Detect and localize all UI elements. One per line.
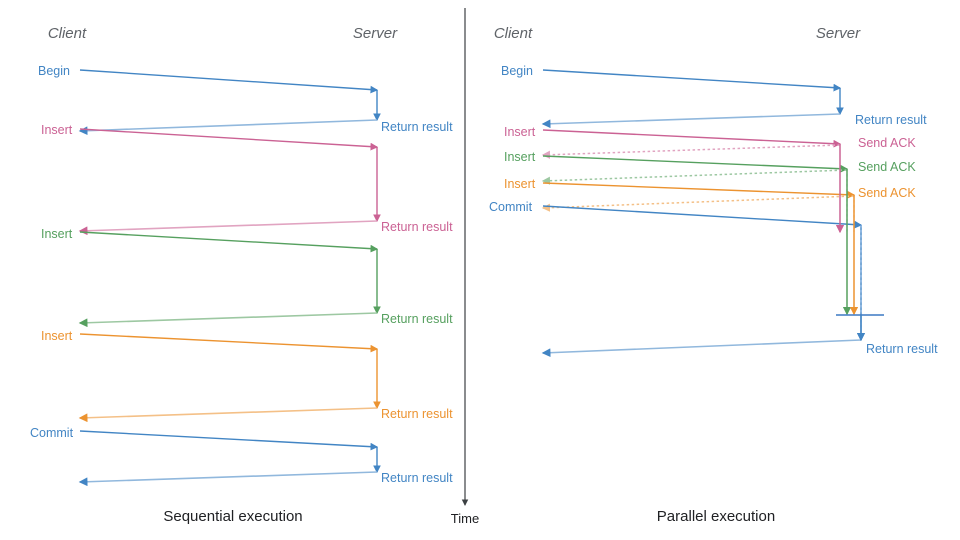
response-arrow[interactable] xyxy=(541,339,862,358)
response-label: Return result xyxy=(381,407,453,421)
time-axis-label: Time xyxy=(451,511,479,526)
response-label: Return result xyxy=(381,312,453,326)
response-arrow[interactable] xyxy=(541,195,855,212)
time-axis-layer: Time xyxy=(451,8,479,526)
request-label: Insert xyxy=(41,227,73,241)
lane-header-server: Server xyxy=(816,25,861,42)
lane-header-server: Server xyxy=(353,25,398,42)
request-arrow[interactable] xyxy=(79,69,379,94)
request-label: Insert xyxy=(41,123,73,137)
response-arrow[interactable] xyxy=(78,119,378,136)
request-arrow[interactable] xyxy=(542,129,842,148)
request-label: Insert xyxy=(504,150,536,164)
lane-header-client: Client xyxy=(494,25,533,42)
response-label: Return result xyxy=(381,220,453,234)
response-label: Return result xyxy=(381,120,453,134)
response-label: Send ACK xyxy=(858,160,916,174)
panel-caption-parallel: Parallel execution xyxy=(657,508,775,525)
lane-header-client: Client xyxy=(48,25,87,42)
request-label: Insert xyxy=(41,329,73,343)
request-arrow[interactable] xyxy=(542,205,863,229)
response-arrow[interactable] xyxy=(541,113,841,129)
request-arrow[interactable] xyxy=(542,69,842,92)
request-arrow[interactable] xyxy=(79,333,379,353)
request-arrow[interactable] xyxy=(542,155,849,173)
response-arrow[interactable] xyxy=(78,407,378,423)
response-label: Send ACK xyxy=(858,186,916,200)
request-label: Insert xyxy=(504,177,536,191)
response-arrow[interactable] xyxy=(541,169,848,185)
request-arrow[interactable] xyxy=(79,430,379,451)
response-label: Return result xyxy=(381,471,453,485)
response-label: Send ACK xyxy=(858,136,916,150)
response-arrow[interactable] xyxy=(78,220,378,236)
response-arrow[interactable] xyxy=(541,144,841,159)
response-label: Return result xyxy=(855,113,927,127)
request-arrow[interactable] xyxy=(79,128,379,151)
response-label: Return result xyxy=(866,342,938,356)
panel-caption-sequential: Sequential execution xyxy=(163,508,302,525)
request-label: Insert xyxy=(504,125,536,139)
request-arrow[interactable] xyxy=(542,182,856,199)
time-axis: Time xyxy=(451,8,479,526)
request-arrow[interactable] xyxy=(79,231,379,253)
request-label: Begin xyxy=(501,64,533,78)
response-arrow[interactable] xyxy=(78,471,378,487)
request-label: Commit xyxy=(30,426,74,440)
request-label: Commit xyxy=(489,200,533,214)
request-label: Begin xyxy=(38,64,70,78)
server-parallel-work xyxy=(835,144,884,342)
response-arrow[interactable] xyxy=(78,312,378,328)
